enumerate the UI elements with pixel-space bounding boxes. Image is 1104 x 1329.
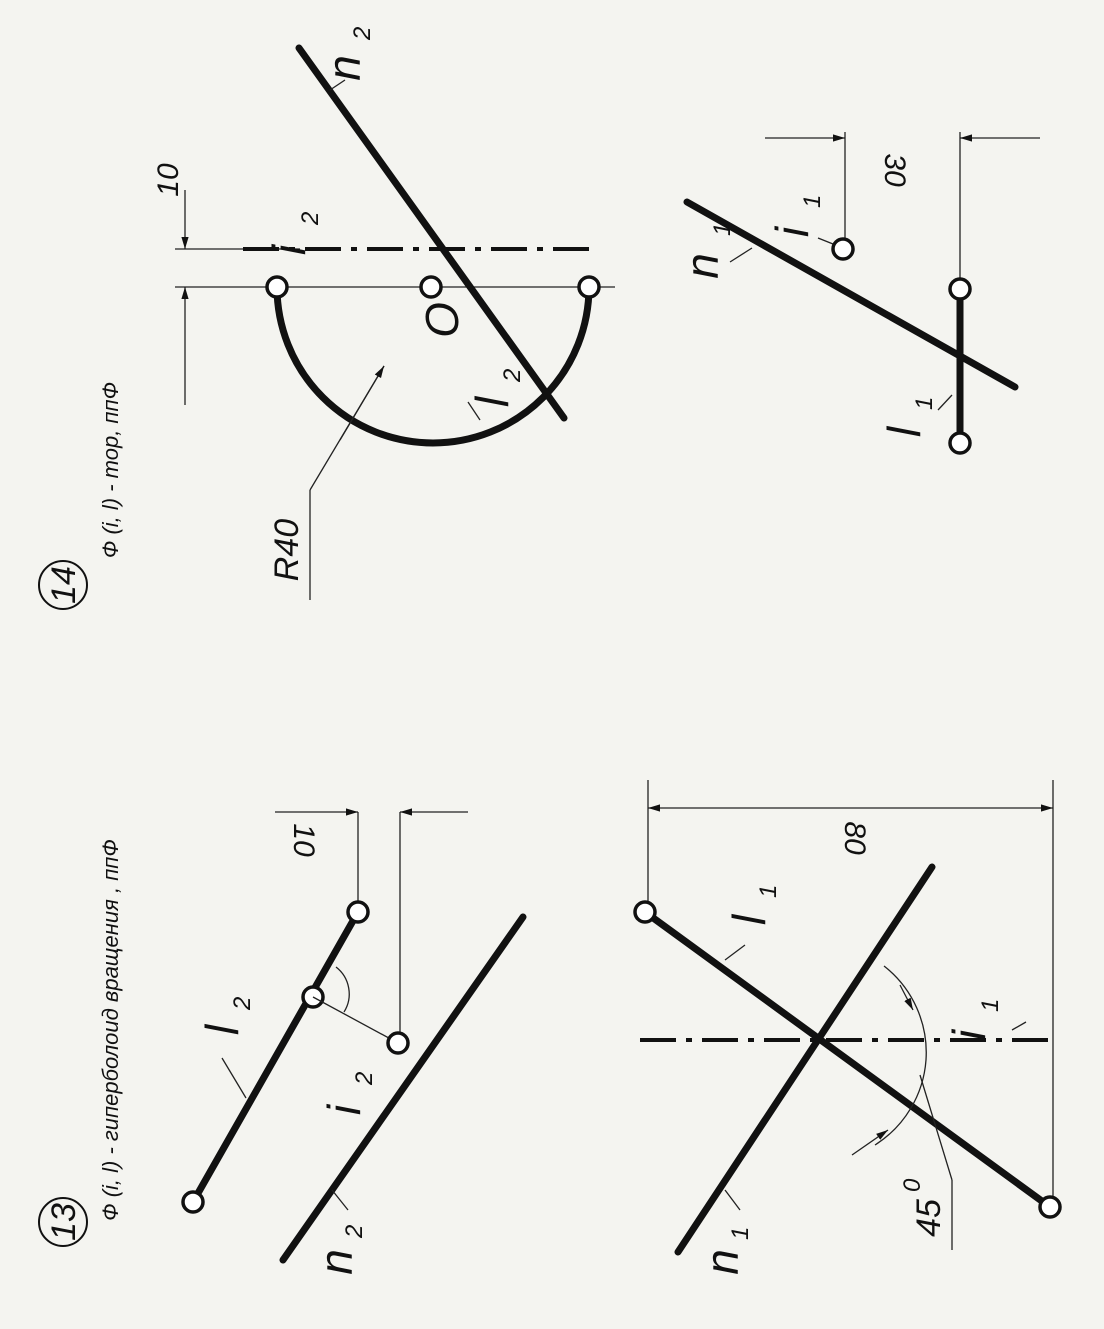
- leader-i1-13: [1011, 1021, 1027, 1031]
- problem-13: 13 Ф (i, l) - гиперболоид вращения , ппФ…: [38, 780, 1062, 1275]
- label-i1-13: i: [943, 1028, 995, 1040]
- leader-l1: [937, 394, 953, 411]
- dim-30-label: 30: [878, 153, 911, 187]
- angle-arc: [874, 965, 927, 1146]
- leader-n2: [329, 79, 346, 91]
- perpendicular-i2: [312, 996, 399, 1044]
- label-i2-13-sub: 2: [351, 1072, 378, 1086]
- label-angle-deg: 0: [899, 1178, 926, 1192]
- label-i-sub: 2: [297, 212, 324, 226]
- problem-13-front-view: 10 l 2 i 2 n 2: [181, 808, 527, 1275]
- line-l1: [641, 908, 1054, 1211]
- point-l1-start: [633, 900, 657, 924]
- problem-13-caption: Ф (i, l) - гиперболоид вращения , ппФ: [98, 839, 123, 1221]
- point-l2-start: [181, 1190, 205, 1214]
- angle-leader: [919, 1074, 953, 1181]
- leader-l2: [467, 401, 481, 421]
- problem-14: 14 Ф (i, l) - тор, ппФ 10 i 2 O n: [38, 27, 1040, 610]
- label-n1-13-sub: 1: [727, 1227, 754, 1240]
- problem-13-number-circle: [38, 1197, 88, 1247]
- right-angle-arc: [335, 966, 350, 1013]
- problem-13-top-view: 80 i 1 l 1 n 1 45 0: [633, 780, 1062, 1275]
- label-l-sub: 2: [499, 369, 526, 383]
- line-l2: [189, 908, 362, 1206]
- label-l2-13: l: [196, 1023, 248, 1035]
- problem-14-top-view: 30 n 1 i 1 l 1: [676, 132, 1040, 455]
- label-n2-13: n: [310, 1249, 362, 1275]
- label-l1-sub: 1: [911, 397, 938, 410]
- label-i2-13: i: [318, 1103, 370, 1115]
- label-i1: i: [766, 225, 818, 237]
- label-l1-13-sub: 1: [755, 885, 782, 898]
- label-i1-13-sub: 1: [977, 999, 1004, 1012]
- line-n2: [295, 44, 568, 422]
- leader-l2-13: [221, 1057, 247, 1099]
- angle-arrow-bottom: [851, 1129, 889, 1156]
- label-l2-13-sub: 2: [229, 997, 256, 1011]
- point-i2: [386, 1031, 410, 1055]
- line-n1-13: [674, 863, 936, 1256]
- point-l2-end: [346, 900, 370, 924]
- label-n2-13-sub: 2: [341, 1225, 368, 1239]
- label-n1-13: n: [696, 1249, 748, 1275]
- problem-14-number: 14: [45, 566, 83, 604]
- problem-14-caption: Ф (i, l) - тор, ппФ: [98, 382, 123, 558]
- dim-10-label-13: 10: [287, 823, 320, 857]
- point-arc-bottom: [577, 275, 601, 299]
- arc-l2: [273, 283, 593, 447]
- problem-14-number-circle: [38, 560, 88, 610]
- label-l1: l: [878, 425, 930, 437]
- label-l: l: [466, 395, 518, 407]
- label-n1-sub: 1: [709, 223, 736, 236]
- label-radius: R40: [268, 519, 306, 581]
- label-n: n: [318, 55, 370, 81]
- label-center-O: O: [416, 302, 468, 338]
- point-l1-end: [1038, 1195, 1062, 1219]
- leader-n1-13: [724, 1189, 741, 1211]
- point-center-O: [419, 275, 443, 299]
- leader-n1: [729, 247, 753, 263]
- angle-arrow-top: [899, 984, 914, 1011]
- label-i1-sub: 1: [799, 195, 826, 208]
- dim-10-label: 10: [152, 163, 185, 197]
- label-l1-13: l: [723, 913, 775, 925]
- leader-n2-13: [331, 1189, 349, 1211]
- point-l1-bottom: [948, 431, 972, 455]
- problem-14-front-view: 10 i 2 O n 2 l 2 R40: [152, 27, 615, 600]
- line-n2-13: [279, 913, 527, 1264]
- point-l1-top: [948, 277, 972, 301]
- label-n1: n: [676, 253, 728, 279]
- problem-13-number: 13: [45, 1203, 83, 1241]
- label-angle: 45: [910, 1199, 948, 1237]
- point-i1: [831, 237, 855, 261]
- radius-arrow: [339, 365, 385, 441]
- point-arc-top: [265, 275, 289, 299]
- leader-i1: [817, 237, 834, 245]
- dim-80-label: 80: [838, 821, 871, 855]
- leader-l1-13: [724, 944, 746, 961]
- label-n-sub: 2: [349, 27, 376, 41]
- label-i: i: [263, 243, 315, 255]
